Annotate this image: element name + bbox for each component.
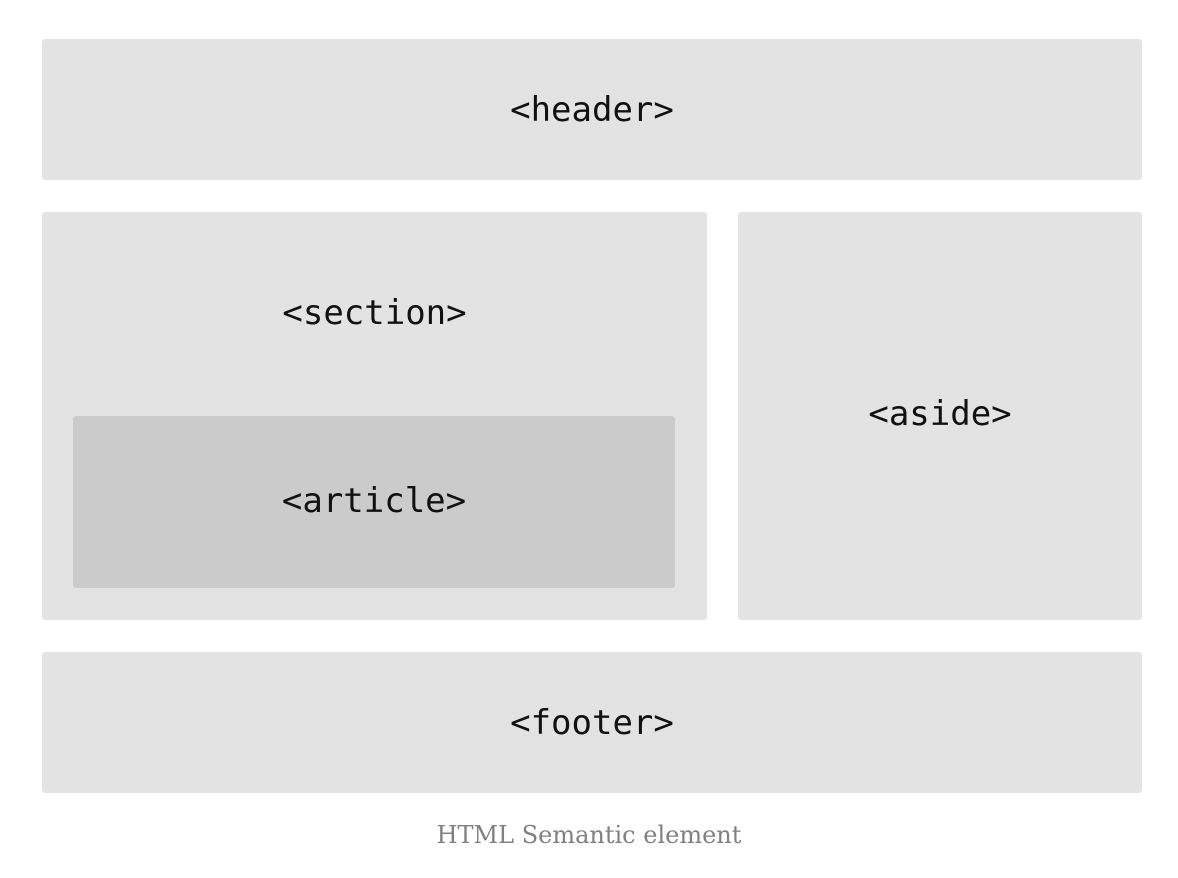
section-label: <section>	[282, 293, 467, 333]
article-label: <article>	[281, 481, 467, 521]
aside-label: <aside>	[868, 394, 1012, 434]
figure-caption: HTML Semantic element	[436, 821, 742, 849]
article-block: <article>	[73, 416, 675, 588]
header-block: <header>	[42, 39, 1142, 180]
footer-block: <footer>	[42, 652, 1142, 793]
header-label: <header>	[510, 90, 674, 130]
aside-block: <aside>	[738, 212, 1142, 620]
footer-label: <footer>	[510, 703, 674, 743]
section-block: <section> <article>	[42, 212, 707, 620]
